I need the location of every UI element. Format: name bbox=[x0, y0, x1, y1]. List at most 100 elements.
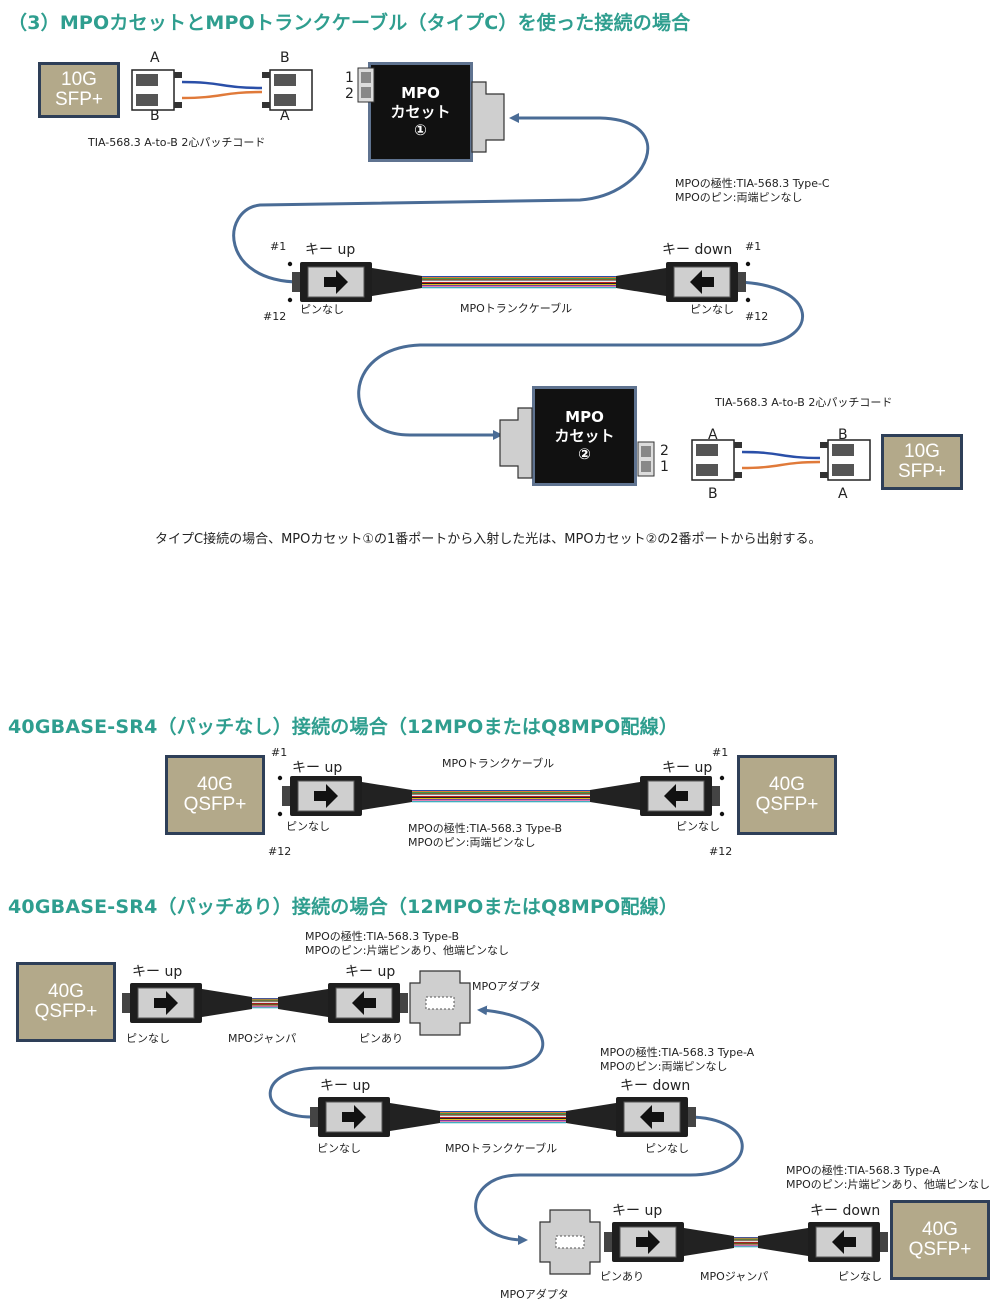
lc-duplex-connector bbox=[820, 439, 871, 481]
key-up-label: キー up bbox=[662, 760, 713, 776]
key-up-label: キー up bbox=[345, 964, 396, 980]
sfp-speed: 10G bbox=[904, 441, 940, 463]
sfp-module-left: 10G SFP+ bbox=[38, 62, 120, 118]
ferrule bbox=[400, 993, 408, 1013]
section1-caption: タイプC接続の場合、MPOカセット①の1番ポートから入射した光は、MPOカセット… bbox=[155, 532, 822, 547]
no-pin-label: ピンなし bbox=[300, 303, 344, 316]
mpo-adapter-icon bbox=[539, 1209, 601, 1275]
cassette-line1: MPO bbox=[565, 407, 604, 426]
fiber-ribbon bbox=[440, 1111, 566, 1124]
pin12-label: #12 bbox=[745, 310, 769, 323]
key-down-label: キー down bbox=[662, 242, 733, 258]
qsfp-module-right: 40G QSFP+ bbox=[737, 755, 837, 835]
lc-duplex-connector bbox=[691, 439, 742, 481]
with-pin-label: ピンあり bbox=[600, 1270, 644, 1283]
arrow-icon bbox=[324, 270, 348, 294]
sfp-speed: 10G bbox=[61, 69, 97, 91]
cassette-port-number: 2 bbox=[345, 86, 354, 102]
polarity-note: MPOの極性:TIA-568.3 Type-A bbox=[786, 1164, 941, 1177]
ferrule bbox=[282, 786, 290, 806]
port-label-a: A bbox=[708, 427, 718, 443]
port-label-a: A bbox=[838, 486, 848, 502]
qsfp-module-left: 40G QSFP+ bbox=[165, 755, 265, 835]
ferrule bbox=[310, 1107, 318, 1127]
pin12-label: #12 bbox=[263, 310, 287, 323]
port-label-a: A bbox=[150, 50, 160, 66]
arrow-icon bbox=[640, 1105, 664, 1129]
ferrule bbox=[122, 993, 130, 1013]
sfp-type: SFP+ bbox=[897, 461, 947, 482]
pin-marker bbox=[719, 811, 725, 817]
fiber-ribbon bbox=[734, 1237, 758, 1248]
mpo-connector bbox=[758, 1222, 888, 1262]
fiber-ribbon bbox=[422, 276, 616, 289]
no-pin-label: ピンなし bbox=[690, 303, 734, 316]
patch-cord-label: TIA-568.3 A-to-B 2心パッチコード bbox=[715, 396, 893, 409]
adapter-label: MPOアダプタ bbox=[500, 1288, 569, 1301]
connector-boot bbox=[390, 1103, 440, 1131]
cassette-line1: MPO bbox=[401, 83, 440, 102]
connector-boot bbox=[758, 1228, 808, 1256]
connector-boot bbox=[590, 782, 640, 810]
key-up-label: キー up bbox=[132, 964, 183, 980]
cassette-port-number: 1 bbox=[660, 459, 669, 475]
pin-note: MPOのピン:両端ピンなし bbox=[600, 1060, 728, 1073]
connector-boot bbox=[278, 989, 328, 1017]
qsfp-type: QSFP+ bbox=[183, 794, 247, 815]
jumper-label: MPOジャンパ bbox=[700, 1270, 769, 1283]
qsfp-type: QSFP+ bbox=[755, 794, 819, 815]
connector-boot bbox=[372, 268, 422, 296]
key-up-label: キー up bbox=[612, 1203, 663, 1219]
no-pin-label: ピンなし bbox=[645, 1142, 689, 1155]
qsfp-module-right: 40G QSFP+ bbox=[890, 1200, 990, 1280]
key-down-label: キー down bbox=[810, 1203, 881, 1219]
arrow-icon bbox=[636, 1230, 660, 1254]
mpo-cassette-2: MPO カセット ② bbox=[532, 386, 637, 486]
qsfp-speed: 40G bbox=[48, 981, 84, 1003]
connector-boot bbox=[202, 989, 252, 1017]
mpo-connector bbox=[278, 983, 408, 1023]
sfp-module-right: 10G SFP+ bbox=[881, 434, 963, 490]
pin12-label: #12 bbox=[709, 845, 733, 858]
key-up-label: キー up bbox=[292, 760, 343, 776]
no-pin-label: ピンなし bbox=[286, 820, 330, 833]
mpo-connector bbox=[287, 261, 422, 303]
port-label-b: B bbox=[150, 108, 160, 124]
pin1-label: #1 bbox=[745, 240, 762, 253]
qsfp-type: QSFP+ bbox=[34, 1001, 98, 1022]
ferrule bbox=[712, 786, 720, 806]
cassette-line3: ① bbox=[414, 121, 427, 140]
mpo-connector bbox=[616, 261, 751, 303]
qsfp-type: QSFP+ bbox=[908, 1239, 972, 1260]
pin1-label: #1 bbox=[271, 746, 288, 759]
pin-note: MPOのピン:両端ピンなし bbox=[408, 836, 536, 849]
key-up-label: キー up bbox=[320, 1078, 371, 1094]
connector-boot bbox=[684, 1228, 734, 1256]
arrow-icon bbox=[832, 1230, 856, 1254]
pin12-label: #12 bbox=[268, 845, 292, 858]
cassette-port-number: 1 bbox=[345, 70, 354, 86]
pin-marker bbox=[277, 811, 283, 817]
arrow-icon bbox=[154, 991, 178, 1015]
port-label-b: B bbox=[838, 427, 848, 443]
mpo-cassette-1: MPO カセット ① bbox=[368, 62, 473, 162]
pin-note: MPOのピン:片端ピンあり、他端ピンなし bbox=[786, 1178, 991, 1191]
mpo-connector bbox=[604, 1222, 734, 1262]
cassette-mpo-adapter bbox=[499, 407, 533, 479]
pin-marker bbox=[719, 775, 725, 781]
no-pin-label: ピンなし bbox=[838, 1270, 882, 1283]
no-pin-label: ピンなし bbox=[676, 820, 720, 833]
no-pin-label: ピンなし bbox=[126, 1032, 170, 1045]
fiber-path bbox=[268, 1005, 545, 1119]
section2-title: 40GBASE-SR4（パッチなし）接続の場合（12MPOまたはQ8MPO配線） bbox=[8, 716, 679, 738]
trunk-cable-label: MPOトランクケーブル bbox=[442, 757, 555, 770]
trunk-cable-label: MPOトランクケーブル bbox=[460, 302, 573, 315]
fiber-path bbox=[357, 280, 805, 440]
section1-title: （3）MPOカセットとMPOトランクケーブル（タイプC）を使った接続の場合 bbox=[8, 12, 691, 34]
mpo-connector bbox=[310, 1097, 440, 1137]
pin-marker bbox=[745, 297, 751, 303]
cassette-mpo-adapter bbox=[471, 81, 505, 153]
arrow-icon bbox=[690, 270, 714, 294]
ferrule bbox=[880, 1232, 888, 1252]
